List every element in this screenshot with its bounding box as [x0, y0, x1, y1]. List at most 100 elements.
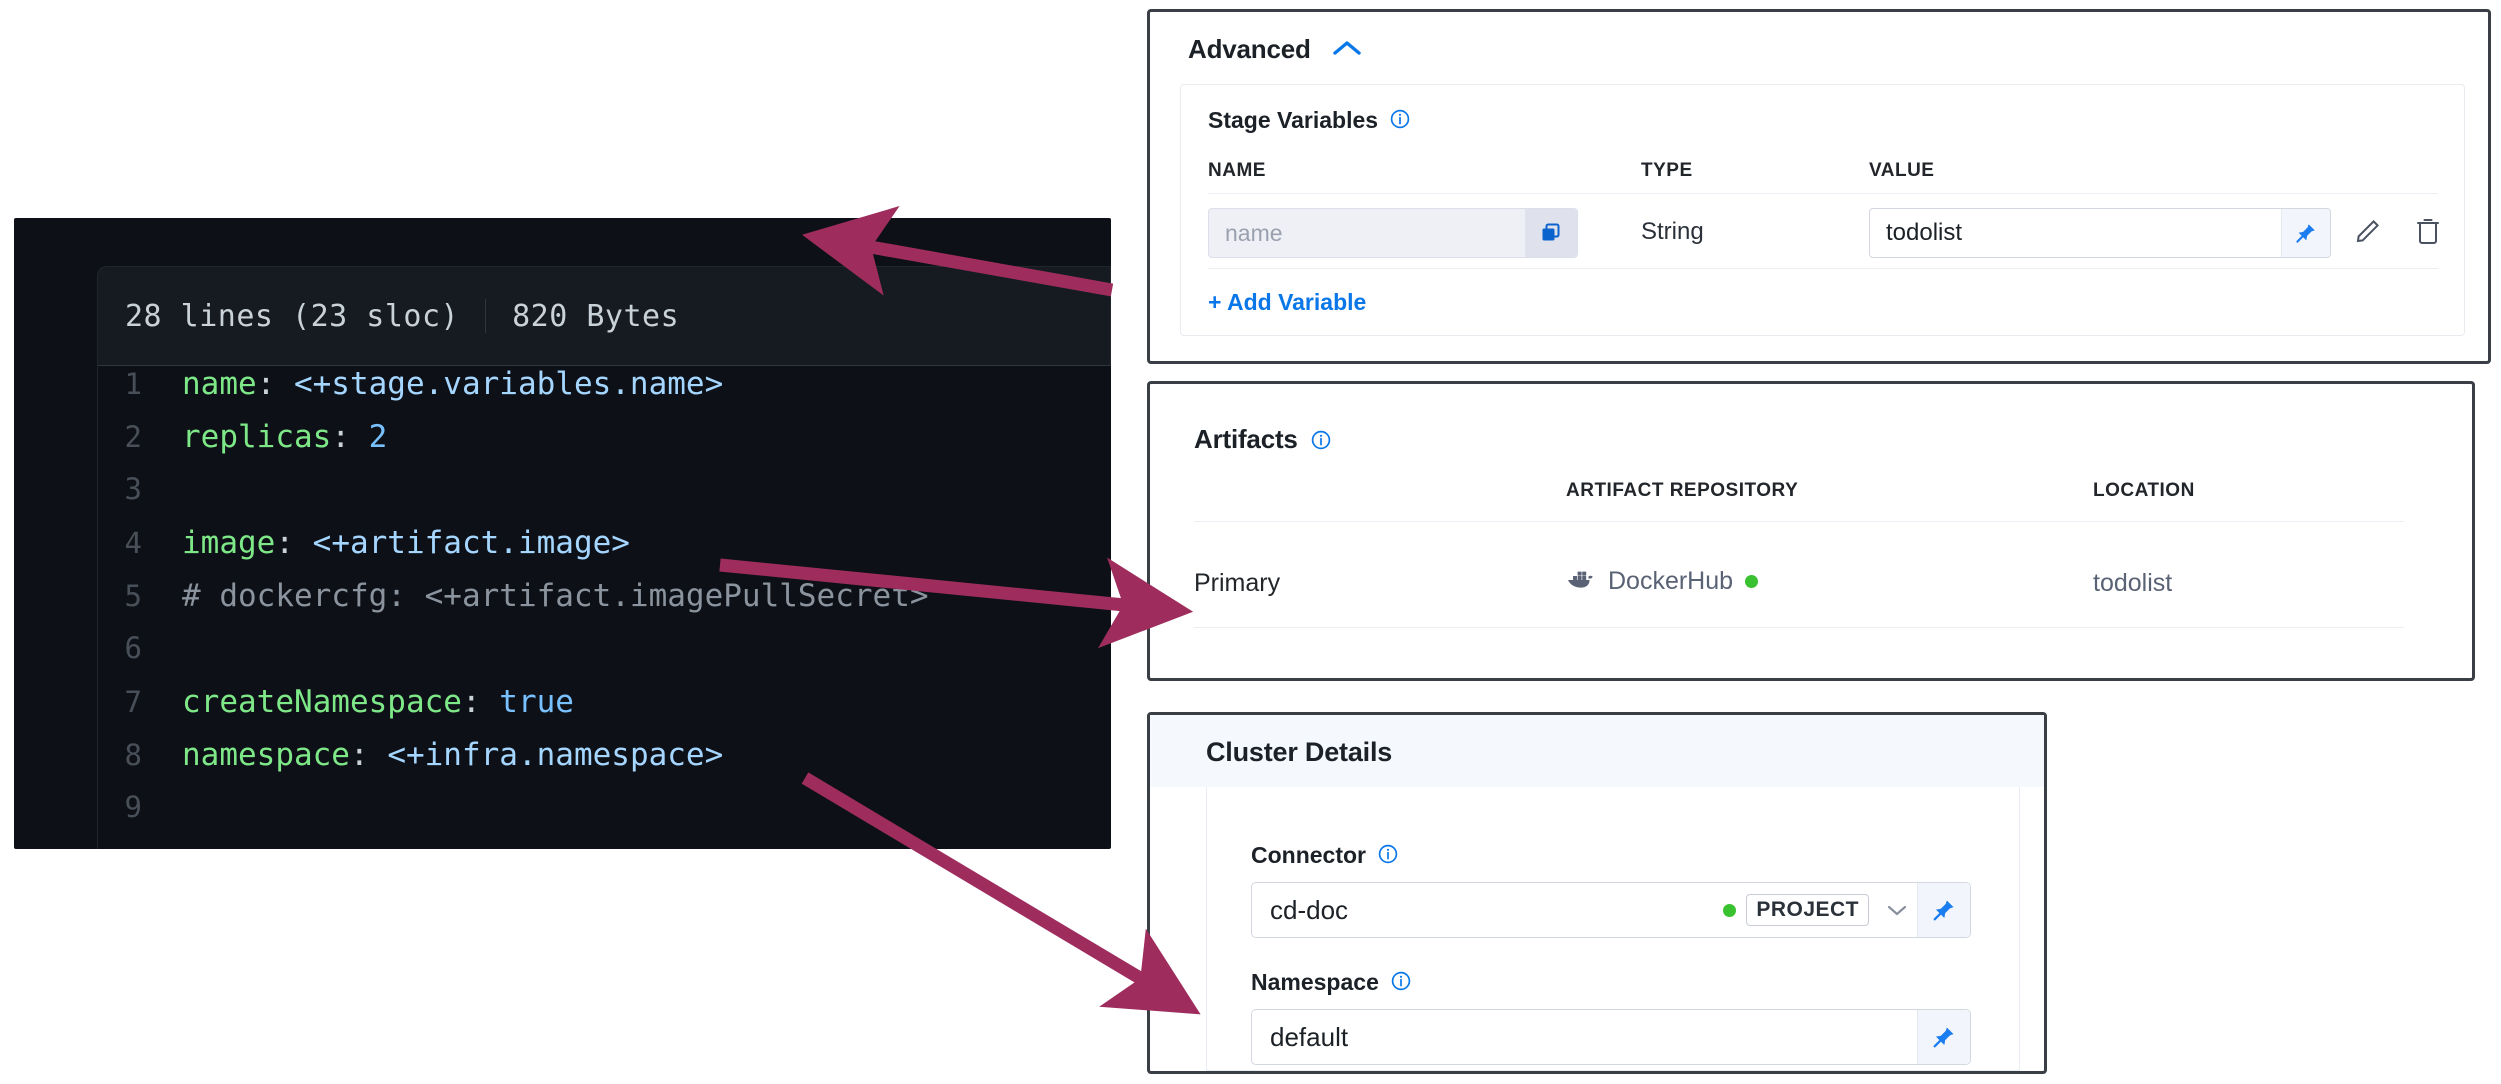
code-line: 3 [98, 472, 1111, 525]
copy-icon[interactable] [1525, 209, 1577, 257]
code-line-number: 1 [124, 367, 142, 401]
code-line-number: 4 [124, 526, 142, 560]
code-line: 8 namespace: <+infra.namespace> [98, 737, 1111, 790]
code-line: 5 # dockercfg: <+artifact.imagePullSecret… [98, 578, 1111, 631]
code-line: 6 [98, 631, 1111, 684]
code-lines-count: 28 lines (23 sloc) [125, 298, 460, 334]
code-token: : [275, 525, 313, 561]
artifact-kind: Primary [1194, 569, 1281, 597]
code-line-number: 3 [124, 472, 142, 506]
advanced-title: Advanced [1188, 34, 1311, 64]
pin-icon[interactable] [1917, 883, 1970, 937]
code-line: 7 createNamespace: true [98, 684, 1111, 737]
connector-label-row: Connector [1251, 842, 1398, 870]
code-line: 9 [98, 790, 1111, 843]
code-line-number: 2 [124, 420, 142, 454]
info-icon[interactable] [1378, 843, 1398, 870]
cluster-namespace-field[interactable] [1251, 1009, 1971, 1065]
code-token: <+stage.variables.name> [293, 366, 724, 402]
code-line-number: 6 [124, 631, 142, 665]
artifacts-primary-row[interactable]: DockerHub [1566, 567, 1759, 596]
code-token: : [331, 419, 369, 455]
namespace-label-row: Namespace [1251, 969, 1411, 997]
code-token: true [499, 684, 574, 720]
artifacts-box: Artifacts ARTIFACT REPOSITORY LOCATION P… [1166, 384, 2456, 682]
artifact-repository-name: DockerHub [1608, 567, 1734, 595]
code-token: : [349, 737, 388, 773]
code-file-size: 820 Bytes [512, 298, 680, 334]
chevron-up-icon[interactable] [1332, 39, 1362, 62]
artifacts-title-row: Artifacts [1194, 424, 1331, 457]
code-file-meta-bar: 28 lines (23 sloc) 820 Bytes [97, 266, 1111, 366]
info-icon[interactable] [1311, 426, 1331, 457]
stage-variable-name-field[interactable] [1208, 208, 1578, 258]
table-divider [1208, 193, 2438, 194]
stage-variable-type: String [1641, 218, 1704, 245]
cluster-namespace-input[interactable] [1252, 1009, 1917, 1065]
connector-select[interactable]: cd-doc PROJECT [1251, 882, 1971, 938]
code-line-text: namespace: <+infra.namespace> [182, 737, 723, 773]
column-header-name: NAME [1208, 160, 1266, 181]
code-line-number: 7 [124, 685, 142, 719]
code-token: : [461, 684, 500, 720]
code-line-text: createNamespace: true [182, 684, 574, 720]
connector-value: cd-doc [1270, 894, 1349, 925]
meta-divider [485, 299, 487, 333]
status-dot-icon [1745, 575, 1759, 588]
artifacts-section-card: Artifacts ARTIFACT REPOSITORY LOCATION P… [1147, 381, 2475, 681]
info-icon[interactable] [1390, 108, 1410, 135]
code-token: namespace [182, 737, 350, 773]
pin-icon[interactable] [2281, 209, 2330, 257]
cluster-details-title: Cluster Details [1206, 737, 1393, 767]
artifacts-table-divider [1194, 521, 2404, 522]
connector-scope-badge: PROJECT [1746, 894, 1869, 926]
code-line-text: name: <+stage.variables.name> [182, 366, 723, 402]
add-variable-button[interactable]: + Add Variable [1208, 289, 1367, 315]
code-token: replicas [182, 419, 332, 455]
column-header-location: LOCATION [2093, 480, 2195, 501]
code-line-number: 9 [124, 790, 142, 824]
artifacts-table-divider-bottom [1194, 627, 2404, 628]
table-divider-bottom [1208, 268, 2438, 269]
code-token: <+infra.namespace> [387, 737, 724, 773]
code-line-text: image: <+artifact.image> [182, 525, 630, 561]
code-viewer-panel: 28 lines (23 sloc) 820 Bytes 1 name: <+st… [14, 218, 1111, 849]
chevron-down-icon[interactable] [1877, 903, 1917, 917]
code-line-text: # dockercfg: <+artifact.imagePullSecret> [182, 578, 929, 614]
cluster-details-card: Cluster Details Connector cd-doc PROJECT [1147, 712, 2047, 1074]
trash-icon[interactable] [2413, 214, 2443, 251]
cluster-details-body: Connector cd-doc PROJECT Namespace [1206, 787, 2020, 1071]
code-token: createNamespace [182, 684, 462, 720]
stage-variable-value-input[interactable] [1870, 208, 2281, 258]
artifacts-title: Artifacts [1194, 424, 1298, 454]
code-line-number: 5 [124, 579, 142, 613]
stage-variables-title: Stage Variables [1208, 107, 1379, 133]
code-token: 2 [368, 419, 388, 455]
column-header-artifact-repository: ARTIFACT REPOSITORY [1566, 480, 1799, 501]
code-token: # dockercfg: <+artifact.imagePullSecret> [182, 578, 929, 614]
info-icon[interactable] [1391, 970, 1411, 997]
pin-icon[interactable] [1917, 1010, 1970, 1064]
pencil-icon[interactable] [2353, 216, 2383, 251]
stage-variables-box: Stage Variables NAME TYPE VALUE String [1180, 84, 2465, 336]
code-line-text: replicas: 2 [182, 419, 387, 455]
code-line: 4 image: <+artifact.image> [98, 525, 1111, 578]
code-line-number: 8 [124, 738, 142, 772]
advanced-section-card: Advanced Stage Variables NAME TYPE VALUE… [1147, 9, 2491, 364]
namespace-label: Namespace [1251, 969, 1379, 995]
connector-status-dot-icon [1723, 903, 1737, 917]
stage-variable-name-input[interactable] [1209, 209, 1525, 257]
artifact-location: todolist [2093, 569, 2173, 597]
docker-icon [1566, 567, 1596, 596]
code-token: : [256, 366, 294, 402]
code-token: <+artifact.image> [312, 525, 630, 561]
cluster-details-header: Cluster Details [1150, 715, 2044, 787]
code-line: 1 name: <+stage.variables.name> [98, 366, 1111, 419]
column-header-type: TYPE [1641, 160, 1693, 181]
code-token: image [182, 525, 276, 561]
connector-label: Connector [1251, 842, 1366, 868]
stage-variable-value-field[interactable] [1869, 208, 2331, 258]
stage-variables-title-row: Stage Variables [1208, 107, 1410, 135]
